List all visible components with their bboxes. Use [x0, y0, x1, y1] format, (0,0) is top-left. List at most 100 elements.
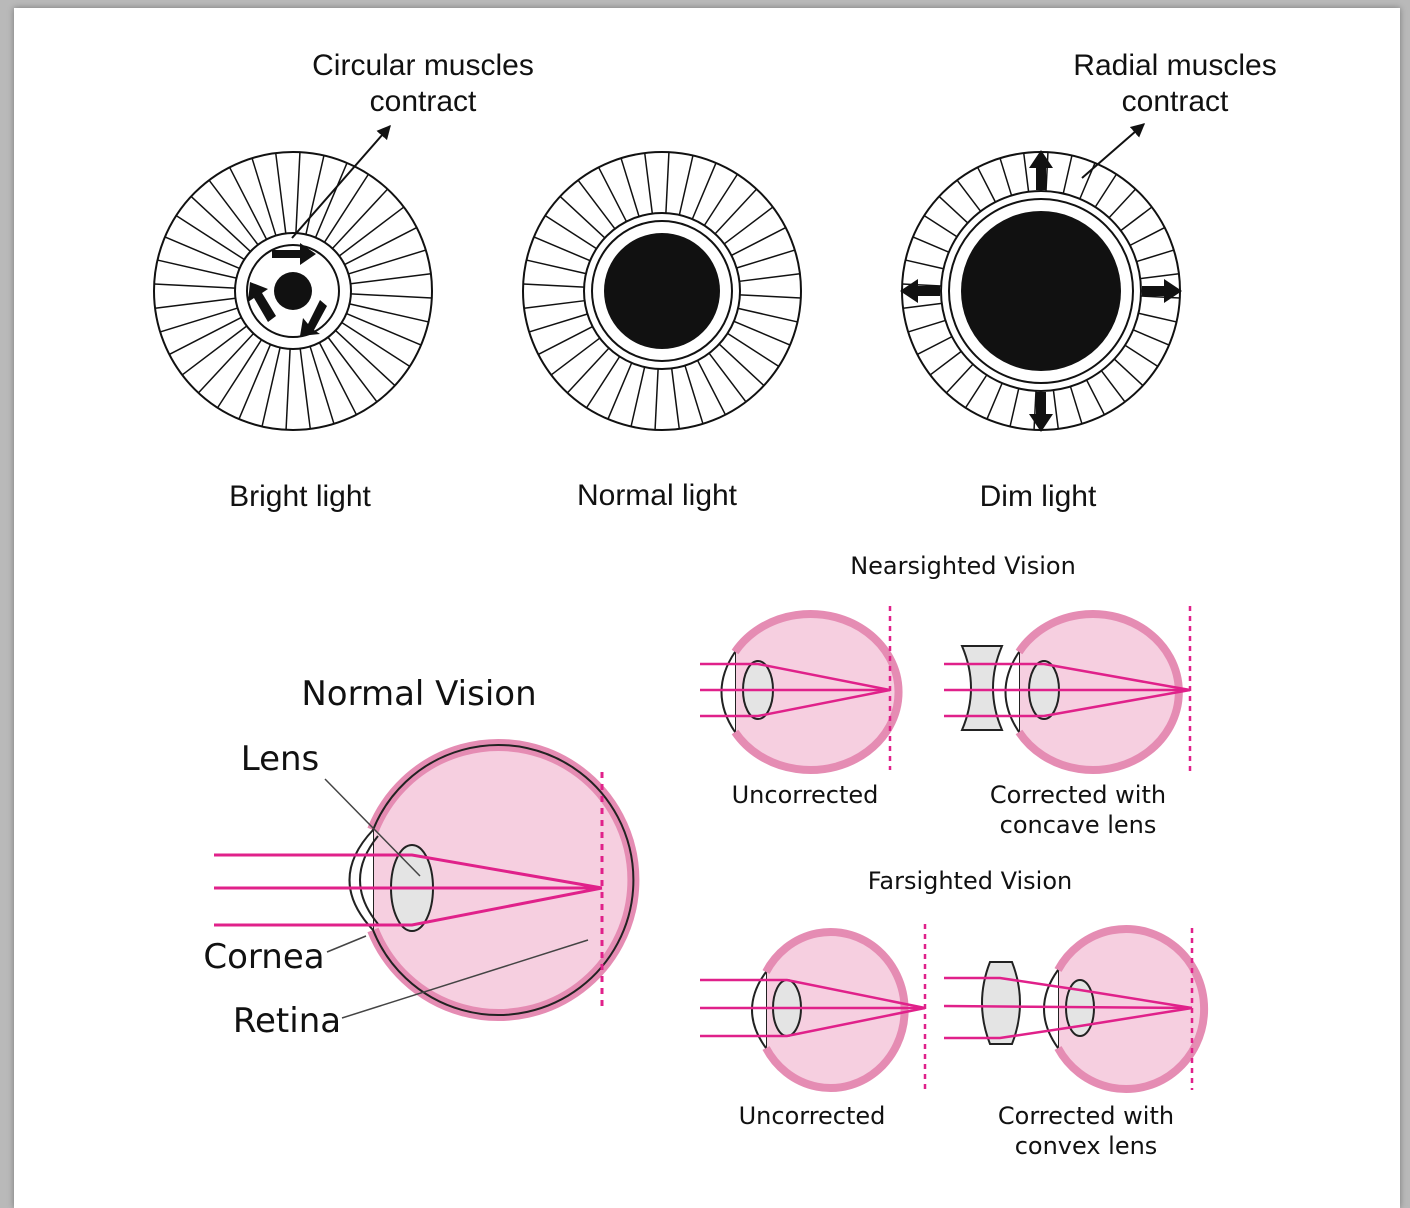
iris-spoke: [703, 173, 739, 226]
iris-spoke: [309, 346, 335, 425]
iris-spoke: [154, 297, 236, 310]
iris-spoke: [938, 195, 969, 224]
radial-contraction-arrows: [900, 150, 1182, 432]
iris-spoke: [620, 157, 640, 217]
circular-muscles-pointer: [291, 124, 391, 239]
iris-spoke: [902, 283, 942, 287]
iris-spoke: [696, 360, 727, 416]
iris-spoke: [344, 226, 418, 266]
iris-spoke: [684, 365, 704, 425]
iris-spoke: [1069, 386, 1083, 425]
iris-spoke: [1140, 295, 1180, 299]
circular-muscles-label: Circular muscles contract: [283, 48, 563, 120]
iris-spoke: [1094, 173, 1118, 208]
iris-spoke: [197, 333, 255, 394]
iris-spoke: [986, 382, 1003, 420]
iris-spoke: [630, 366, 646, 427]
iris-spoke: [1022, 152, 1030, 192]
iris-spoke: [907, 319, 946, 333]
farsighted-corrected-eye: [943, 925, 1209, 1093]
iris-spoke: [566, 347, 610, 394]
iris-spoke: [295, 152, 301, 234]
iris-spoke: [1136, 249, 1175, 263]
iris-spoke: [607, 362, 633, 420]
iris-spoke: [733, 320, 791, 346]
iris-spoke: [157, 259, 237, 279]
iris-spoke: [999, 157, 1013, 196]
iris-spoke: [346, 312, 422, 346]
iris-spoke: [181, 325, 248, 376]
iris-spoke: [585, 356, 621, 409]
iris-spoke: [154, 283, 236, 289]
iris-spoke: [537, 325, 593, 356]
iris-spoke: [1009, 388, 1020, 427]
iris-spoke: [164, 236, 240, 270]
iris-spoke: [559, 195, 606, 239]
iris-spoke: [902, 302, 942, 310]
pupil-small: [274, 272, 312, 310]
iris-spoke: [964, 374, 988, 409]
iris-spoke: [350, 272, 432, 285]
iris-spoke: [691, 162, 717, 220]
iris-spoke: [1132, 329, 1170, 346]
iris-spoke: [175, 214, 245, 261]
nearsighted-title: Nearsighted Vision: [850, 552, 1076, 580]
iris-spoke: [923, 214, 958, 238]
iris-muscle-spokes: [902, 152, 1180, 430]
iris-spoke: [274, 152, 287, 234]
iris-spoke: [544, 214, 597, 250]
iris-spoke: [159, 307, 238, 333]
bright-light-caption: Bright light: [229, 480, 371, 513]
iris-dim-light: [900, 150, 1182, 432]
iris-spoke: [723, 206, 774, 245]
normal-vision-eye: [214, 739, 640, 1021]
dim-light-caption: Dim light: [979, 480, 1097, 513]
iris-bright-light: [153, 151, 433, 431]
iris-spoke: [238, 344, 272, 420]
iris-spoke: [526, 259, 587, 275]
iris-spoke: [1033, 390, 1037, 430]
iris-spoke: [670, 368, 681, 430]
iris-spoke: [1120, 206, 1153, 232]
iris-spoke: [550, 337, 601, 376]
iris-spoke: [916, 335, 953, 356]
iris-spoke: [665, 152, 670, 214]
normal-light-caption: Normal light: [576, 479, 738, 512]
iris-muscle-spokes: [523, 152, 801, 430]
iris-spoke: [1113, 358, 1144, 387]
iris-spoke: [338, 206, 405, 257]
convex-lens: [981, 961, 1021, 1045]
light-rays: [214, 853, 603, 927]
normal-vision-title: Normal Vision: [301, 674, 537, 714]
iris-spoke: [168, 316, 242, 356]
iris-spoke: [1129, 226, 1166, 247]
iris-spoke: [731, 226, 787, 257]
iris-spoke: [190, 195, 251, 253]
iris-spoke: [912, 236, 950, 253]
iris-spoke: [350, 293, 432, 299]
iris-normal-light: [522, 151, 802, 431]
iris-spoke: [216, 339, 263, 409]
farsighted-uncorrected-caption: Uncorrected: [738, 1102, 886, 1130]
iris-spoke: [523, 299, 585, 310]
iris-spoke: [318, 342, 358, 416]
pupil-large: [961, 211, 1121, 371]
nearsighted-corrected-line2: concave lens: [999, 811, 1157, 839]
circular-label-line1: Circular muscles: [312, 49, 534, 82]
iris-spoke: [718, 343, 765, 387]
iris-spoke: [533, 236, 591, 262]
iris-spoke: [739, 294, 801, 299]
iris-spoke: [736, 249, 796, 269]
iris-spoke: [1100, 370, 1126, 403]
iris-spoke: [208, 179, 259, 246]
cornea-label: Cornea: [203, 937, 325, 977]
iris-spoke: [285, 348, 291, 430]
concave-lens: [960, 645, 1004, 731]
iris-spoke: [323, 173, 370, 243]
iris-spoke: [945, 363, 974, 394]
iris-spoke: [1085, 379, 1106, 416]
nearsighted-corrected-line1: Corrected with: [989, 781, 1167, 809]
pupil-medium: [604, 233, 720, 349]
radial-muscles-pointer: [1081, 123, 1146, 179]
